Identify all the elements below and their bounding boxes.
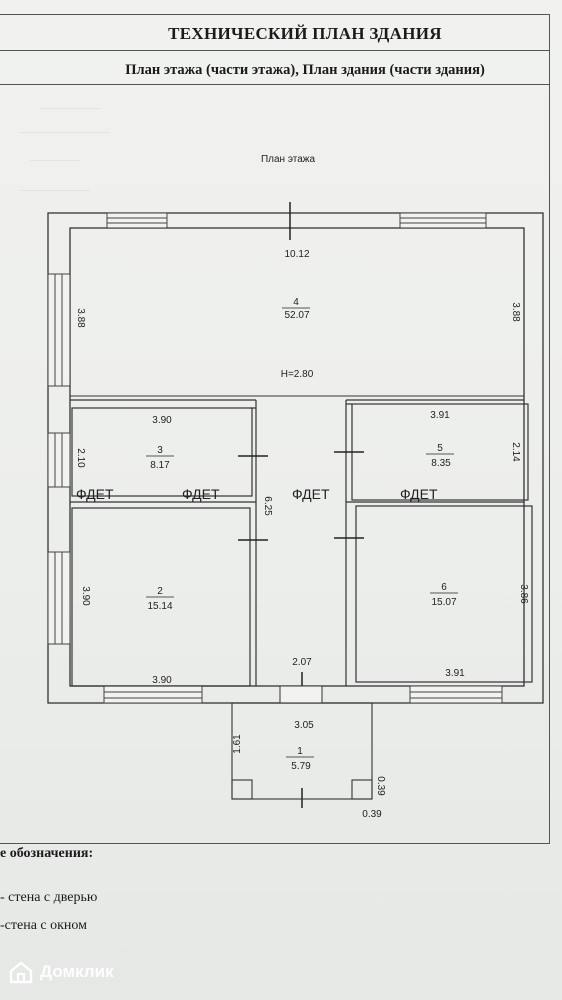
dim-porch-height: 1.61	[232, 734, 243, 754]
partition-walls	[70, 399, 524, 686]
legend-title: е обозначения:	[0, 846, 94, 861]
watermark-mark: ФДЕТ	[400, 486, 438, 502]
porch-outline	[231, 702, 373, 800]
plan-caption: План этажа	[261, 154, 315, 165]
room-2-label: 2 15.14	[146, 586, 174, 612]
page-title: ТЕХНИЧЕСКИЙ ПЛАН ЗДАНИЯ	[168, 24, 442, 43]
svg-text:5: 5	[437, 443, 443, 454]
dim-room3-width: 3.90	[152, 415, 172, 426]
window-left-room2	[47, 551, 71, 645]
room-6-boundary	[355, 505, 533, 683]
svg-text:1: 1	[297, 746, 303, 757]
window-top-right	[399, 212, 487, 229]
room-4-boundary	[69, 227, 525, 397]
room-1-label: 1 5.79	[286, 746, 314, 772]
outer-wall-outer	[47, 212, 544, 704]
room-3-label: 3 8.17	[146, 445, 174, 471]
watermark-row: ФДЕТ ФДЕТ ФДЕТ ФДЕТ	[76, 486, 438, 502]
room-6-label: 6 15.07	[430, 582, 458, 608]
svg-text:15.14: 15.14	[147, 601, 172, 612]
watermark-mark: ФДЕТ	[76, 486, 114, 502]
watermark-mark: ФДЕТ	[182, 486, 220, 502]
room-4-label: 4 52.07	[282, 297, 310, 321]
svg-text:15.07: 15.07	[431, 597, 456, 608]
svg-text:8.17: 8.17	[150, 460, 170, 471]
svg-text:5.79: 5.79	[291, 761, 311, 772]
dim-hall-left: 3.88	[75, 308, 86, 328]
title-divider	[0, 50, 550, 51]
window-left-room3	[47, 432, 71, 488]
dim-room2-height: 3.90	[80, 586, 91, 606]
domclick-logo: Домклик	[8, 960, 114, 984]
svg-text:52.07: 52.07	[284, 310, 309, 321]
svg-text:8.35: 8.35	[431, 458, 451, 469]
dim-porch-width: 3.05	[294, 720, 314, 731]
dim-room2-width: 3.90	[152, 675, 172, 686]
dim-room5-width: 3.91	[430, 410, 450, 421]
dim-room3-height: 2.10	[75, 448, 86, 468]
dim-corridor-length: 6.25	[262, 496, 273, 516]
doorway-porch	[279, 685, 323, 704]
svg-text:6: 6	[441, 582, 447, 593]
page-subtitle: План этажа (части этажа), План здания (ч…	[125, 62, 485, 78]
svg-text:2: 2	[157, 586, 163, 597]
window-left-hall	[47, 273, 71, 387]
legend-window: -стена с окном	[0, 918, 88, 933]
document-frame	[0, 14, 550, 844]
logo-text: Домклик	[40, 962, 114, 981]
dim-porch-corner-v: 0.39	[375, 776, 386, 796]
dim-room6-width: 3.91	[445, 668, 465, 679]
subtitle-divider	[0, 84, 550, 85]
dim-room5-height: 2.14	[510, 442, 521, 462]
dim-porch-corner-h: 0.39	[362, 809, 382, 820]
window-bottom-left	[103, 685, 203, 704]
room-5-label: 5 8.35	[426, 443, 454, 469]
svg-text:3: 3	[157, 445, 163, 456]
dim-hall-right: 3.88	[510, 302, 521, 322]
ceiling-height-label: H=2.80	[281, 369, 314, 380]
legend-door: - стена с дверью	[0, 890, 98, 905]
watermark-mark: ФДЕТ	[292, 486, 330, 502]
window-top-left	[106, 212, 168, 229]
dim-room6-height: 3.86	[518, 584, 529, 604]
window-bottom-right	[409, 685, 503, 704]
house-logo-icon	[9, 961, 33, 984]
svg-text:4: 4	[293, 297, 299, 308]
room-2-boundary	[71, 507, 251, 687]
dim-corridor-width: 2.07	[292, 657, 312, 668]
door-marks	[238, 202, 364, 808]
room-3-boundary	[71, 407, 253, 497]
dim-top-width: 10.12	[284, 249, 309, 260]
